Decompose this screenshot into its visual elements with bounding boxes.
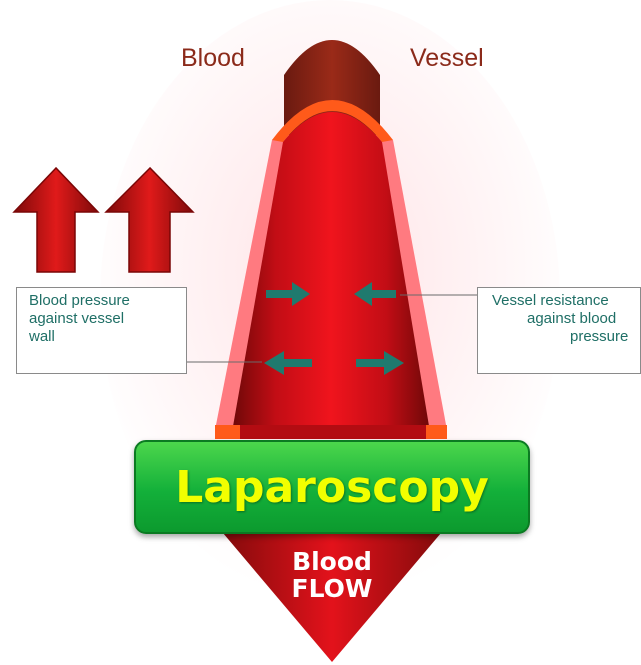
title-vessel: Vessel — [410, 44, 484, 73]
pressure-up-arrow-1 — [14, 168, 98, 272]
callout-resistance-line1: Vessel resistance — [492, 292, 641, 310]
callout-pressure-line1: Blood pressure — [29, 292, 174, 310]
callout-pressure-line3: wall — [29, 328, 174, 346]
vessel-base-strip-inner — [240, 425, 426, 439]
flow-label-line1: Blood — [262, 548, 402, 575]
callout-blood-pressure: Blood pressure against vessel wall — [16, 287, 187, 374]
laparoscopy-banner: Laparoscopy — [134, 440, 530, 534]
callout-resistance-line3: pressure — [492, 328, 641, 346]
title-blood: Blood — [181, 44, 245, 73]
callout-pressure-line2: against vessel — [29, 310, 174, 328]
blood-flow-label: Blood FLOW — [262, 548, 402, 602]
banner-text: Laparoscopy — [175, 462, 489, 513]
callout-resistance-line2: against blood — [492, 310, 641, 328]
callout-vessel-resistance: Vessel resistance against blood pressure — [477, 287, 641, 374]
flow-label-line2: FLOW — [262, 575, 402, 602]
